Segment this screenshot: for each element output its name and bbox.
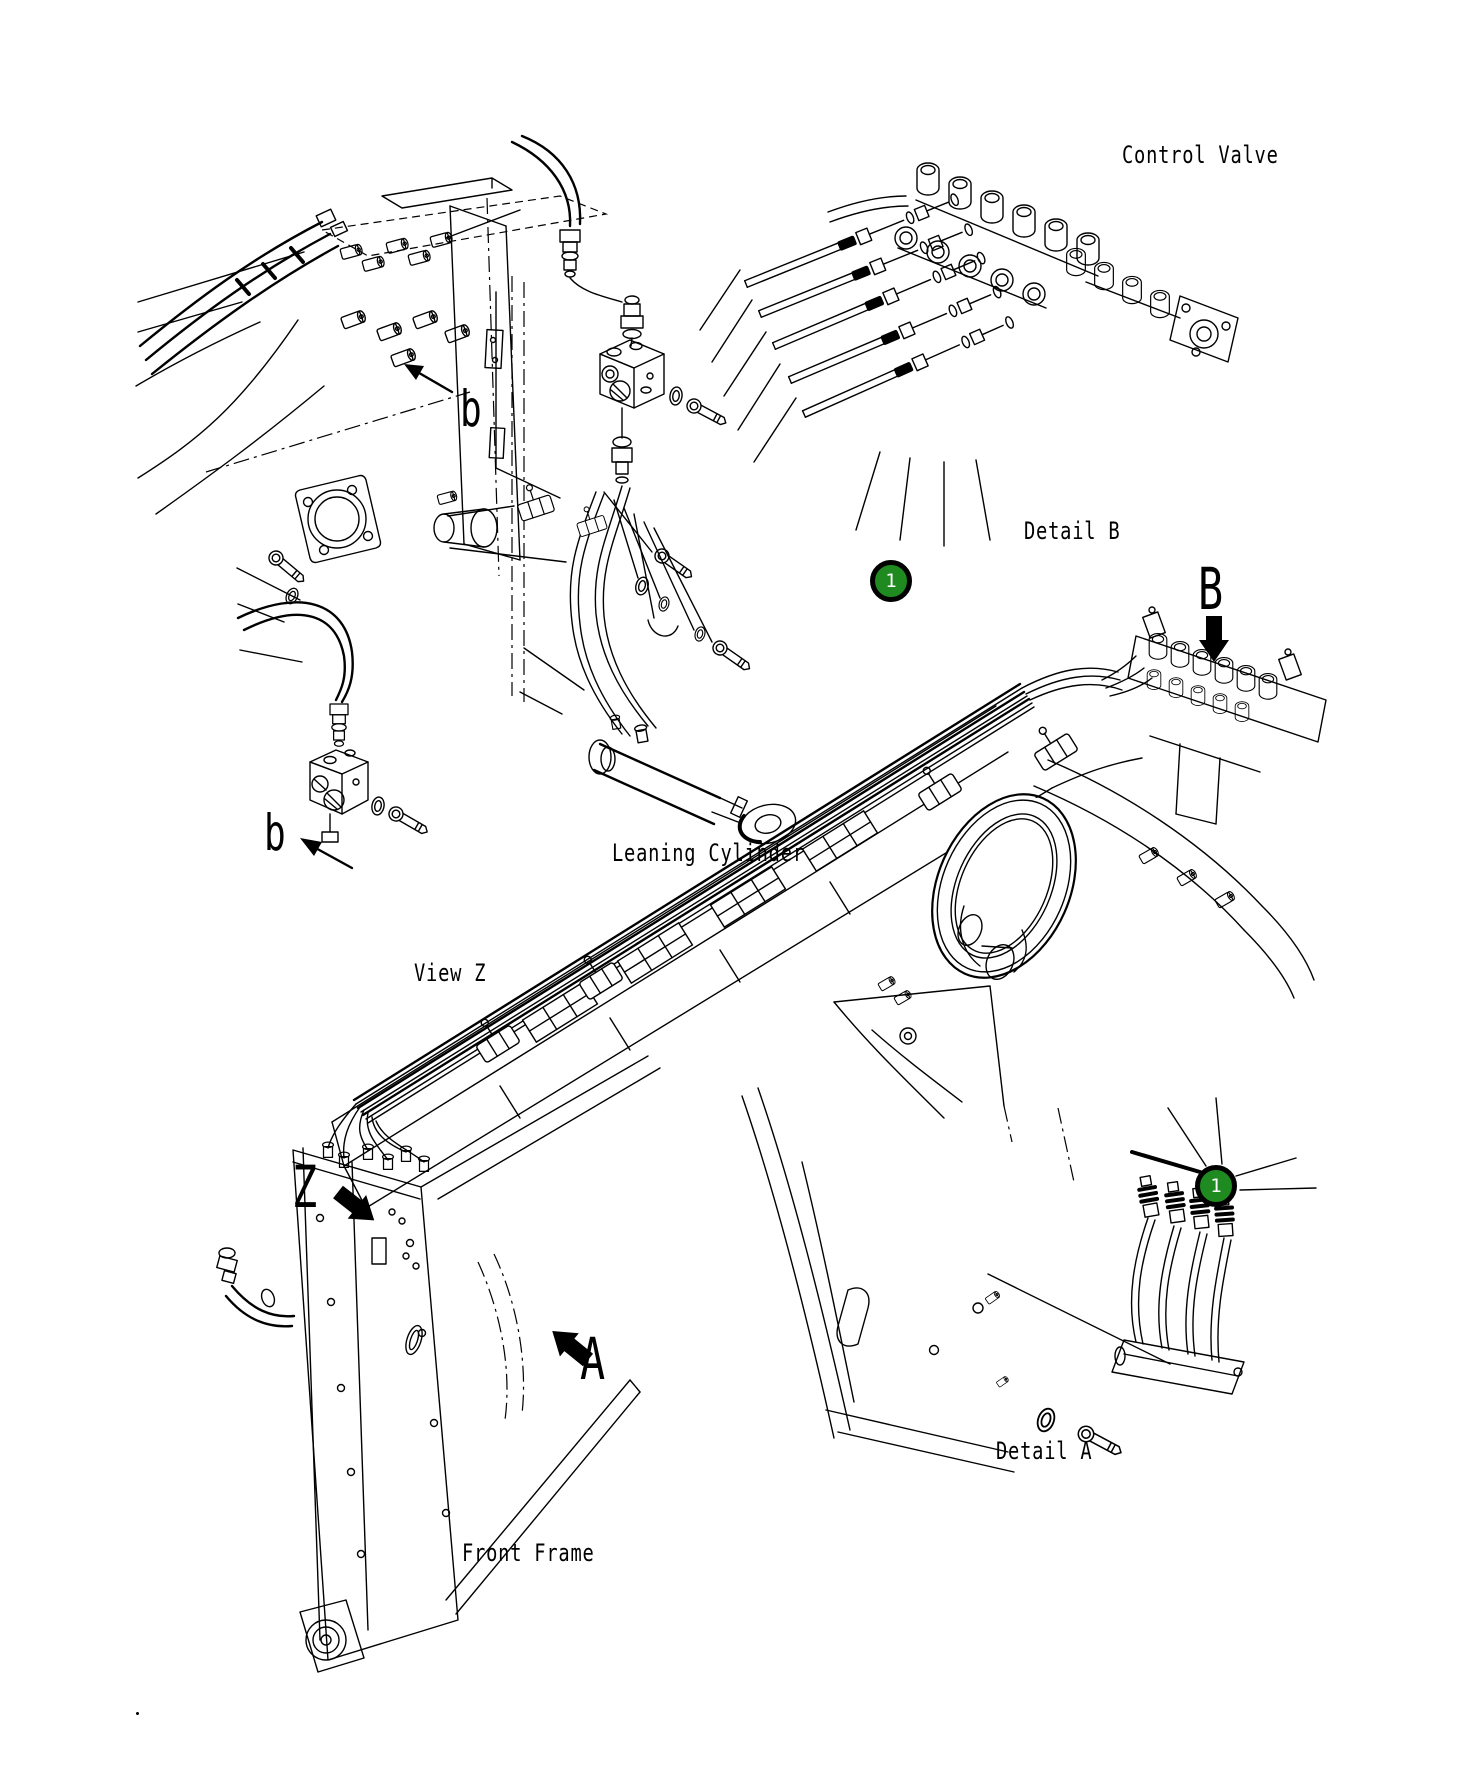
control-valve-label: Control Valve (1122, 141, 1279, 169)
view-letter-B: B (1198, 555, 1224, 623)
detail-b-label: Detail B (1024, 517, 1121, 545)
view-z-label: View Z (414, 959, 487, 987)
front-frame-label: Front Frame (462, 1539, 595, 1567)
leaning-cylinder-label: Leaning Cylinder (612, 839, 805, 867)
rear-frame-fragment-art (135, 177, 609, 577)
view-letter-Z: Z (292, 1153, 318, 1221)
view-letter-b-side: b (264, 804, 286, 862)
detail-a-art (741, 985, 1317, 1473)
control-valve-detail-b-art (699, 162, 1239, 547)
leaning-cylinder-piping-art (445, 134, 797, 845)
detail-a-label: Detail A (996, 1437, 1093, 1465)
part-callout-badge-1-center[interactable]: 1 (870, 560, 912, 602)
view-z-art (236, 547, 432, 843)
part-callout-badge-1-detail-a[interactable]: 1 (1195, 1165, 1237, 1207)
view-letter-b-top: b (460, 380, 482, 438)
page-mark-dot (136, 1712, 139, 1715)
main-beam-art (321, 606, 1327, 1209)
view-letter-A: A (580, 1325, 606, 1393)
view-b-top-arrow (404, 364, 454, 394)
view-b-side-arrow (300, 838, 354, 870)
front-frame-art (216, 1055, 661, 1673)
